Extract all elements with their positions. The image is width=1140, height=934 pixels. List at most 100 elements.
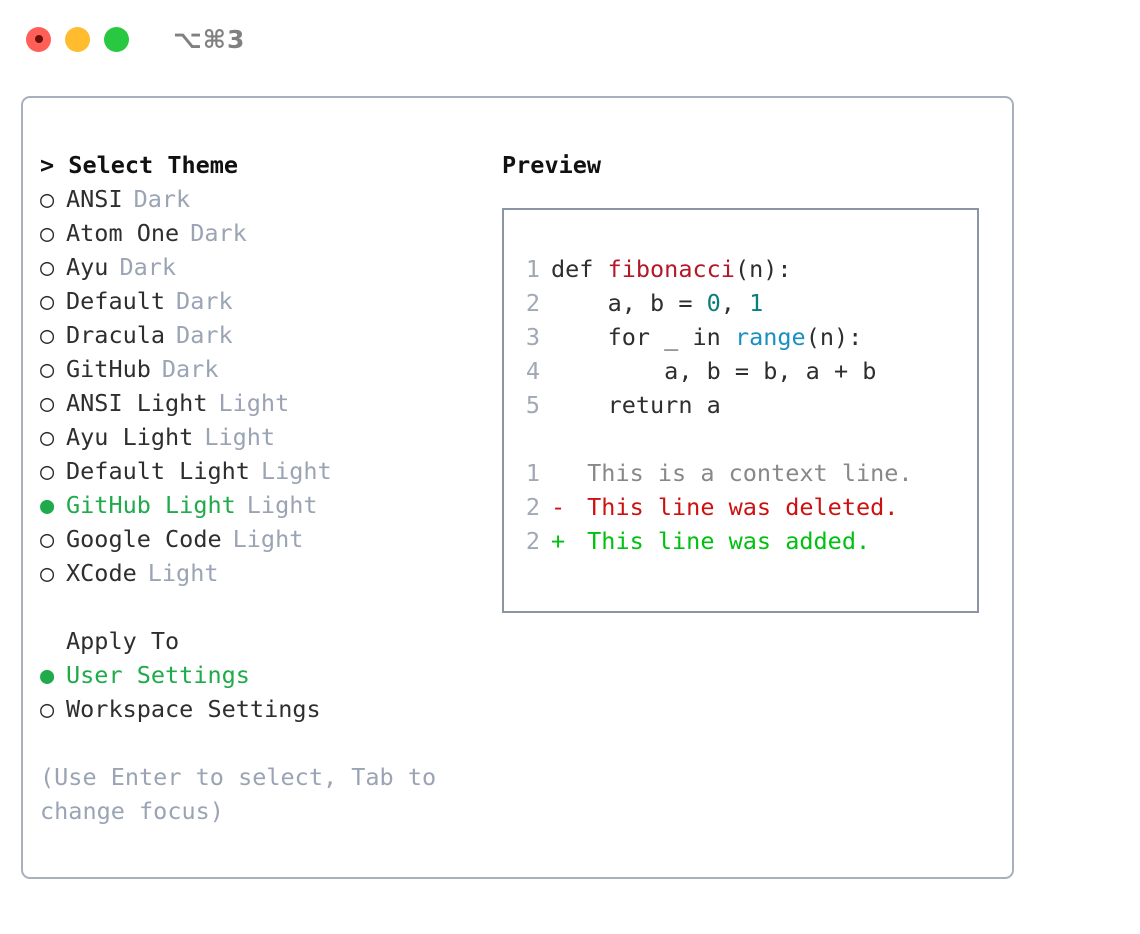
theme-variant-tag: Dark xyxy=(176,321,233,349)
apply-to-list[interactable]: ● User Settings ○Workspace Settings xyxy=(40,658,493,726)
theme-option-google-code[interactable]: ○ Google Code Light xyxy=(40,522,493,556)
theme-option-label: Default xyxy=(66,287,166,315)
radio-unselected-icon: ○ xyxy=(40,355,55,383)
spacer xyxy=(518,422,977,456)
line-number: 3 xyxy=(525,323,540,351)
theme-option-dracula[interactable]: ○ Dracula Dark xyxy=(40,318,493,352)
radio-unselected-icon: ○ xyxy=(40,219,55,247)
radio-unselected-icon: ○ xyxy=(40,559,55,587)
line-number: 4 xyxy=(525,357,540,385)
theme-option-label: GitHub xyxy=(66,355,151,383)
code-token: fibonacci xyxy=(607,255,735,283)
diff-line-add: 2 + This line was added. xyxy=(518,524,977,558)
code-token: range xyxy=(734,323,806,351)
spacer xyxy=(40,590,493,624)
apply-to-option-user-settings[interactable]: ● User Settings xyxy=(40,658,493,692)
theme-option-xcode[interactable]: ○ XCode Light xyxy=(40,556,493,590)
title-bar: ⌥⌘3 xyxy=(0,0,1140,78)
minimize-window-button[interactable] xyxy=(65,26,90,52)
theme-variant-tag: Dark xyxy=(190,219,247,247)
theme-option-ansi[interactable]: ○ ANSI Dark xyxy=(40,182,493,216)
theme-option-ayu[interactable]: ○ Ayu Dark xyxy=(40,250,493,284)
radio-unselected-icon: ○ xyxy=(40,423,55,451)
theme-option-label: ANSI Light xyxy=(66,389,208,417)
code-token: a, b = b, a + b xyxy=(551,357,877,385)
code-token: for _ in xyxy=(551,323,735,351)
select-theme-heading: > Select Theme xyxy=(40,151,239,179)
diff-marker xyxy=(551,456,573,490)
radio-unselected-icon: ○ xyxy=(40,185,55,213)
preview-heading: Preview xyxy=(502,151,602,179)
theme-option-default-light[interactable]: ○ Default Light Light xyxy=(40,454,493,488)
code-token: , xyxy=(720,289,750,317)
code-token: 0 xyxy=(706,289,721,317)
apply-to-option-label: User Settings xyxy=(66,661,250,689)
code-token: a, b = xyxy=(551,289,707,317)
code-token: def xyxy=(551,255,608,283)
close-window-button[interactable] xyxy=(26,26,51,52)
theme-variant-tag: Dark xyxy=(161,355,219,383)
radio-unselected-icon: ○ xyxy=(40,253,55,281)
code-line: 4 a, b = b, a + b xyxy=(518,354,977,388)
diff-line-ctx: 1 This is a context line. xyxy=(518,456,977,490)
keyboard-hint-text: (Use Enter to select, Tab to change focu… xyxy=(40,763,451,825)
radio-selected-icon: ● xyxy=(40,661,55,689)
code-line: 5 return a xyxy=(518,388,977,422)
diff-text: This is a context line. xyxy=(573,459,913,487)
radio-unselected-icon: ○ xyxy=(40,287,55,315)
theme-variant-tag: Light xyxy=(260,457,332,485)
theme-option-atom-one[interactable]: ○ Atom One Dark xyxy=(40,216,493,250)
theme-variant-tag: Light xyxy=(147,559,219,587)
diff-text: This line was added. xyxy=(573,527,871,555)
theme-option-label: XCode xyxy=(66,559,137,587)
diff-marker: - xyxy=(551,493,566,521)
apply-to-option-workspace-settings[interactable]: ○Workspace Settings xyxy=(40,692,493,726)
line-number: 1 xyxy=(525,255,540,283)
radio-selected-icon: ● xyxy=(40,491,55,519)
code-line: 2 a, b = 0, 1 xyxy=(518,286,977,320)
diff-line-del: 2- This line was deleted. xyxy=(518,490,977,524)
theme-option-github[interactable]: ○ GitHub Dark xyxy=(40,352,493,386)
line-number: 2 xyxy=(525,289,540,317)
theme-option-label: Ayu xyxy=(66,253,109,281)
theme-variant-tag: Light xyxy=(232,525,304,553)
window-controls xyxy=(26,26,129,52)
radio-unselected-icon: ○ xyxy=(40,525,55,553)
theme-variant-tag: Light xyxy=(218,389,290,417)
theme-variant-tag: Dark xyxy=(133,185,191,213)
diff-marker: + xyxy=(551,527,566,555)
theme-option-label: ANSI xyxy=(66,185,123,213)
theme-variant-tag: Dark xyxy=(119,253,177,281)
theme-option-ansi-light[interactable]: ○ ANSI Light Light xyxy=(40,386,493,420)
line-number: 2 xyxy=(525,527,540,555)
radio-unselected-icon: ○ xyxy=(40,457,55,485)
theme-option-label: Dracula xyxy=(66,321,166,349)
code-token: 1 xyxy=(749,289,764,317)
radio-unselected-icon: ○ xyxy=(40,389,55,417)
theme-option-label: Atom One xyxy=(66,219,180,247)
apply-to-option-label: Workspace Settings xyxy=(66,695,321,723)
maximize-window-button[interactable] xyxy=(104,26,129,52)
radio-unselected-icon: ○ xyxy=(40,321,55,349)
line-number: 2 xyxy=(525,493,540,521)
theme-variant-tag: Light xyxy=(204,423,276,451)
theme-option-label: Google Code xyxy=(66,525,222,553)
theme-option-label: Default Light xyxy=(66,457,250,485)
code-line: 3 for _ in range(n): xyxy=(518,320,977,354)
theme-option-label: GitHub Light xyxy=(66,491,236,519)
line-number: 1 xyxy=(525,459,540,487)
diff-sample: 1 This is a context line.2- This line wa… xyxy=(518,456,977,558)
diff-text: This line was deleted. xyxy=(573,493,899,521)
code-token: (n): xyxy=(805,323,863,351)
